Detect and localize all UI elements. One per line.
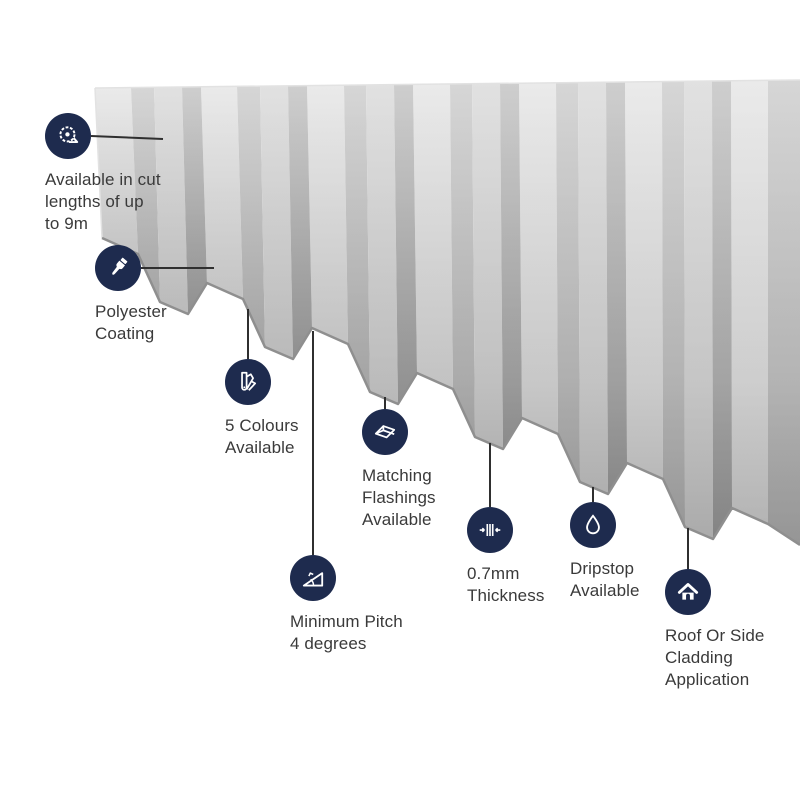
colour-fan-glyph (241, 371, 257, 391)
paintbrush-icon (95, 245, 141, 291)
feature-label: Polyester Coating (95, 302, 167, 344)
feature-label: Matching Flashings Available (362, 466, 436, 530)
tape-measure-glyph (59, 126, 79, 144)
pitch-angle-glyph (302, 572, 324, 587)
flashings-icon (362, 409, 408, 455)
feature-label: Available in cut lengths of up to 9m (45, 170, 161, 234)
paintbrush-glyph (112, 257, 128, 275)
sheet-faces (95, 80, 800, 545)
flashings-glyph (374, 425, 396, 439)
house-glyph (677, 583, 699, 600)
feature-label: 5 Colours Available (225, 416, 299, 458)
feature-callout-colours: 5 Colours Available (225, 359, 415, 459)
feature-callout-thickness: 0.7mm Thickness (467, 507, 657, 607)
droplet-icon (570, 502, 616, 548)
feature-callout-flashings: Matching Flashings Available (362, 409, 552, 531)
feature-label: Minimum Pitch 4 degrees (290, 612, 403, 654)
connector-lines (90, 135, 689, 569)
pitch-angle-icon (290, 555, 336, 601)
feature-callout-dripstop: Dripstop Available (570, 502, 760, 602)
sheet-edges (94, 79, 800, 547)
droplet-glyph (586, 514, 600, 535)
house-icon (665, 569, 711, 615)
feature-callout-pitch: Minimum Pitch 4 degrees (290, 555, 480, 655)
sheet-front-edge (101, 236, 800, 547)
feature-callout-cut-lengths: Available in cut lengths of up to 9m (45, 113, 235, 235)
feature-callout-polyester: Polyester Coating (95, 245, 285, 345)
thickness-glyph (479, 524, 501, 536)
colour-fan-icon (225, 359, 271, 405)
feature-label: Roof Or Side Cladding Application (665, 626, 765, 690)
feature-label: Dripstop Available (570, 559, 640, 601)
tape-measure-icon (45, 113, 91, 159)
feature-label: 0.7mm Thickness (467, 564, 545, 606)
feature-callout-cladding: Roof Or Side Cladding Application (665, 569, 800, 691)
thickness-icon (467, 507, 513, 553)
